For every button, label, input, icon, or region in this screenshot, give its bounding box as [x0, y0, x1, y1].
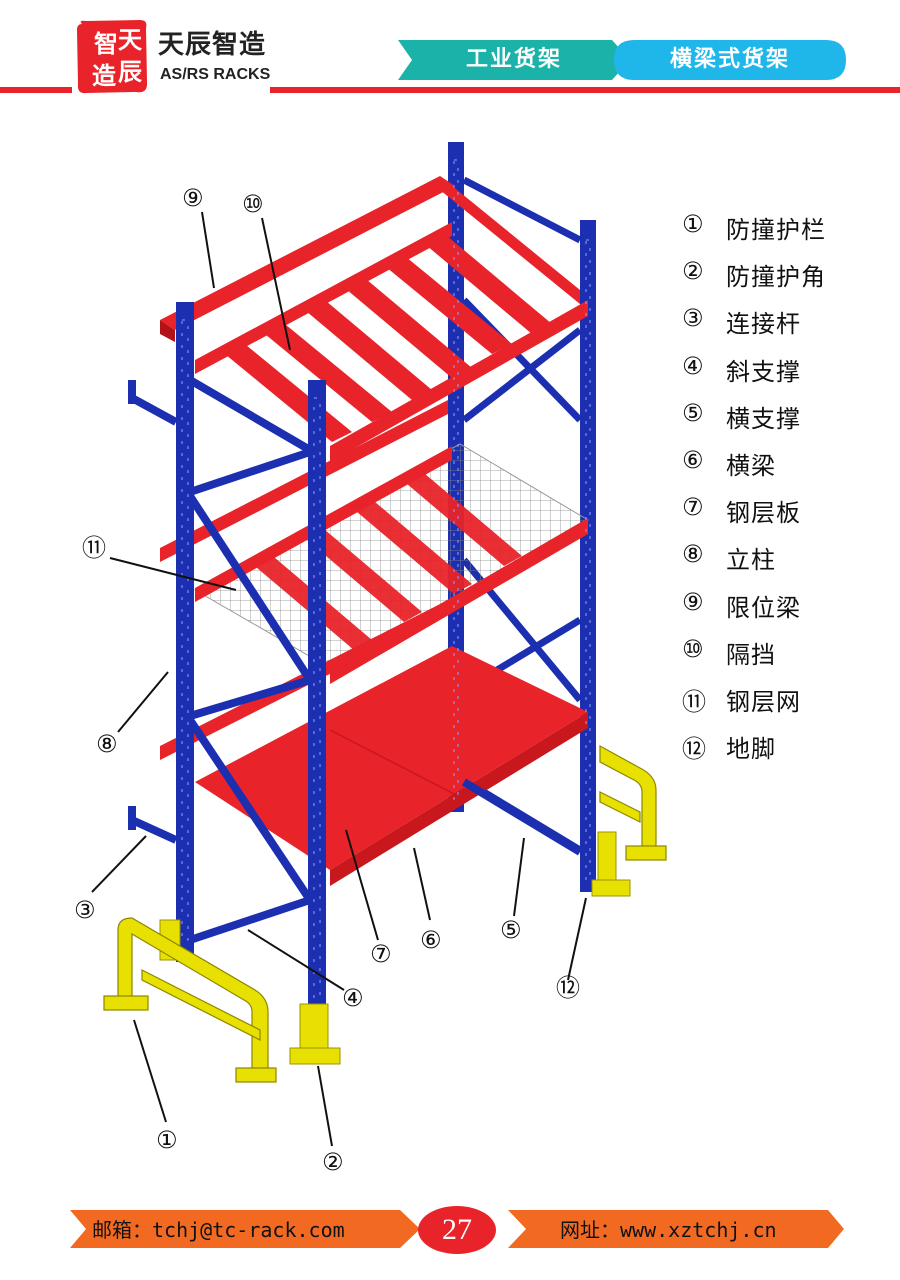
- legend-label: 地脚: [726, 735, 776, 764]
- legend-label: 连接杆: [726, 310, 801, 339]
- legend-item: ④ 斜支撑: [682, 352, 882, 399]
- legend-number: ⑤: [682, 398, 704, 427]
- legend-label: 防撞护栏: [726, 216, 826, 244]
- callout-3: ③: [74, 896, 96, 924]
- callout-7: ⑦: [370, 940, 392, 968]
- front-bracing: [186, 376, 314, 944]
- guard-rails: [103, 744, 667, 1083]
- legend-item: ⑦ 钢层板: [682, 493, 882, 540]
- legend-number: ⑪: [682, 687, 706, 716]
- header-rule-right: [270, 87, 900, 93]
- legend-number: ③: [682, 304, 704, 333]
- header-rule-left: [0, 87, 72, 93]
- callout-9: ⑨: [182, 184, 204, 212]
- legend-label: 隔挡: [726, 640, 776, 669]
- front-uprights: [176, 302, 326, 1010]
- legend-item: ⑥ 横梁: [682, 446, 882, 493]
- legend-number: ⑨: [682, 587, 704, 616]
- top-level-beams: [160, 176, 588, 462]
- legend-label: 钢层网: [726, 687, 801, 716]
- footer-email: 邮箱：tchj@tc-rack.com: [92, 1218, 345, 1242]
- legend-number: ⑩: [682, 634, 704, 663]
- legend-item: ⑩ 隔挡: [682, 635, 882, 682]
- svg-text:造: 造: [92, 61, 116, 90]
- legend-item: ⑪ 钢层网: [682, 682, 882, 729]
- legend-number: ⑥: [682, 445, 704, 474]
- legend-item: ⑧ 立柱: [682, 540, 882, 587]
- legend-label: 钢层板: [726, 499, 801, 528]
- legend-number: ⑧: [682, 540, 704, 569]
- legend-label: 斜支撑: [726, 357, 801, 386]
- legend-number: ④: [682, 351, 704, 380]
- brand-name: 天辰智造: [158, 30, 267, 60]
- legend-label: 防撞护角: [726, 263, 826, 292]
- legend-item: ③ 连接杆: [682, 304, 882, 351]
- legend-number: ①: [682, 210, 704, 238]
- logo-seal: 智 天 造 辰: [77, 20, 148, 94]
- legend-item: ② 防撞护角: [682, 257, 882, 304]
- legend-label: 立柱: [726, 546, 776, 575]
- legend-label: 横支撑: [726, 404, 801, 433]
- legend-item: ① 防撞护栏: [682, 210, 882, 257]
- callouts: ⑨ ⑩ ⑪ ⑧ ③ ④ ⑦ ⑥ ⑤ ⑫ ① ②: [74, 184, 580, 1176]
- upright-holes: [181, 159, 591, 999]
- rack-diagram: ⑨ ⑩ ⑪ ⑧ ③ ④ ⑦ ⑥ ⑤ ⑫ ① ②: [74, 142, 667, 1176]
- page-number: 27: [442, 1213, 472, 1246]
- leader-lines: [91, 211, 587, 1147]
- tab-beam-racks-shape: [614, 40, 846, 80]
- callout-11: ⑪: [82, 534, 106, 562]
- callout-6: ⑥: [420, 926, 442, 954]
- footer-email-bar: [70, 1210, 420, 1248]
- legend-item: ⑫ 地脚: [682, 729, 882, 776]
- footer-website: 网址：www.xztchj.cn: [560, 1218, 777, 1242]
- page-number-badge: [418, 1206, 496, 1254]
- legend-label: 横梁: [726, 451, 776, 480]
- legend-number: ⑫: [682, 735, 706, 764]
- column-guards: [159, 831, 631, 1065]
- callout-12: ⑫: [556, 974, 580, 1002]
- legend-item: ⑨ 限位梁: [682, 588, 882, 635]
- row-spacers: [130, 394, 583, 856]
- footer-website-bar: [508, 1210, 844, 1248]
- parts-legend: ① 防撞护栏 ② 防撞护角 ③ 连接杆 ④ 斜支撑 ⑤ 横支撑 ⑥ 横梁 ⑦ 钢层板 ⑧ 立柱 ⑨ 限位梁 ⑩ 隔挡 ⑪…: [682, 210, 882, 776]
- legend-number: ⑦: [682, 493, 704, 522]
- legend-label: 限位梁: [726, 593, 801, 622]
- svg-text:天: 天: [118, 25, 142, 54]
- tab-beam-racks: 横梁式货架: [669, 47, 790, 72]
- svg-text:辰: 辰: [118, 57, 142, 86]
- svg-text:智: 智: [94, 29, 118, 58]
- legend-number: ②: [682, 257, 704, 286]
- callout-4: ④: [342, 984, 364, 1012]
- legend-item: ⑤ 横支撑: [682, 399, 882, 446]
- callout-8: ⑧: [96, 730, 118, 758]
- tab-industrial-racks: 工业货架: [465, 47, 562, 72]
- callout-5: ⑤: [500, 916, 522, 944]
- tab-industrial-racks-shape: [398, 40, 630, 80]
- brand-subtitle: AS/RS RACKS: [160, 66, 271, 83]
- callout-1: ①: [156, 1126, 178, 1154]
- callout-2: ②: [322, 1148, 344, 1176]
- callout-10: ⑩: [242, 190, 264, 218]
